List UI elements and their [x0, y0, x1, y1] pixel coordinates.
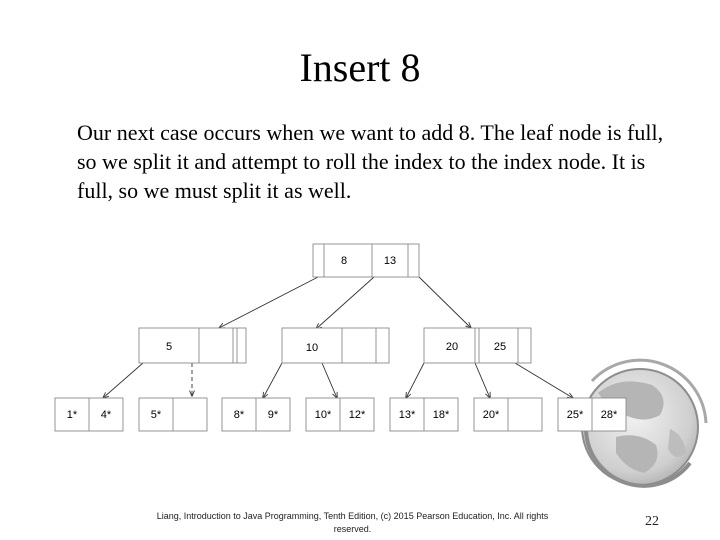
leaf2-key-1: 5*: [151, 409, 162, 421]
index3-key-2: 25: [494, 341, 506, 353]
root-key-1: 8: [341, 255, 347, 267]
edge-root-to-index-3: [417, 275, 471, 328]
page-number: 22: [645, 514, 659, 529]
leaf3-key-1: 8*: [234, 409, 245, 421]
edge-index3-to-leaf-5: [406, 362, 425, 398]
leaf4-key-2: 12*: [349, 409, 366, 421]
root-node: 8 13: [312, 243, 420, 278]
index2-key-1: 10: [306, 342, 318, 354]
leaf7-key-2: 28*: [601, 409, 618, 421]
footer-copyright: Liang, Introduction to Java Programming,…: [156, 511, 549, 534]
index3-key-1: 20: [446, 341, 458, 353]
leaf-node-2: 5*: [138, 397, 208, 432]
leaf-node-3: 8* 9*: [221, 397, 291, 432]
leaf6-key-1: 20*: [483, 409, 500, 421]
slide-body-text: Our next case occurs when we want to add…: [77, 120, 664, 203]
index-node-1: 5: [138, 327, 247, 364]
edge-root-to-index-2: [316, 276, 375, 329]
leaf-node-1: 1* 4*: [54, 397, 124, 432]
leaf3-key-2: 9*: [268, 409, 279, 421]
index1-key-1: 5: [166, 341, 172, 353]
edge-root-to-index-1: [219, 275, 321, 328]
leaf-node-5: 13* 18*: [389, 397, 459, 432]
slide-title: Insert 8: [299, 45, 421, 90]
edge-index1-to-leaf-1: [103, 362, 144, 398]
leaf-node-4: 10* 12*: [305, 397, 375, 432]
edge-index2-to-leaf-4: [321, 362, 337, 398]
leaf4-key-1: 10*: [315, 409, 332, 421]
index-node-2: 10: [281, 327, 390, 364]
edge-index2-to-leaf-3: [263, 362, 283, 398]
leaf5-key-2: 18*: [433, 409, 450, 421]
edge-index3-to-leaf-6: [474, 362, 490, 398]
leaf7-key-1: 25*: [567, 409, 584, 421]
leaf1-key-1: 1*: [67, 409, 78, 421]
root-key-2: 13: [384, 255, 396, 267]
leaf5-key-1: 13*: [399, 409, 416, 421]
leaf1-key-2: 4*: [101, 409, 112, 421]
leaf-node-6: 20*: [473, 397, 543, 432]
leaf-node-7: 25* 28*: [557, 397, 627, 432]
edge-index3-to-leaf-7: [514, 362, 573, 398]
index-node-3: 20 25: [423, 327, 532, 364]
